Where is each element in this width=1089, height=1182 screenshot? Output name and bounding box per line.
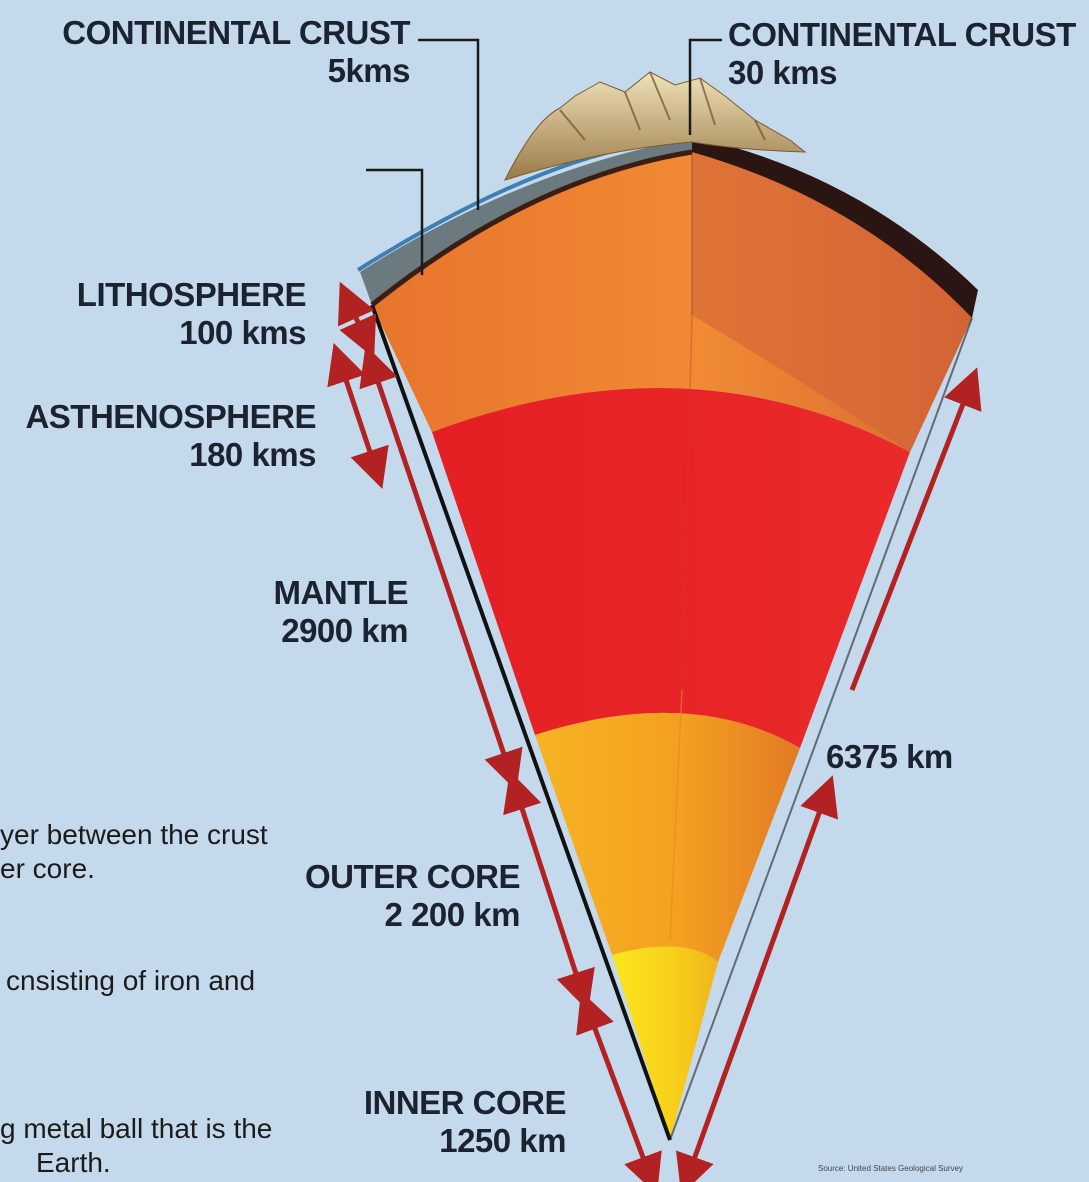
lithosphere-label: LITHOSPHERE 100 kms: [10, 276, 306, 352]
lithosphere-arrow: [348, 300, 366, 340]
asthenosphere-arrow: [340, 362, 376, 470]
asthenosphere-value: 180 kms: [0, 436, 316, 474]
radius-value: 6375 km: [826, 738, 953, 776]
outer-core-value: 2 200 km: [260, 896, 520, 934]
mantle-label: MANTLE 2900 km: [160, 574, 408, 650]
continental-crust-value: 30 kms: [728, 54, 1076, 92]
inner-core-label: INNER CORE 1250 km: [320, 1084, 566, 1160]
inner-core-name: INNER CORE: [320, 1084, 566, 1122]
outer-core-note-line1: cnsisting of iron and: [6, 964, 255, 998]
mantle-note-line2: er core.: [0, 852, 268, 886]
oceanic-crust-name: CONTINENTAL CRUST: [40, 14, 410, 52]
inner-core-note-line1: g metal ball that is the: [0, 1112, 272, 1146]
mantle-value: 2900 km: [160, 612, 408, 650]
outer-core-layer: [535, 713, 800, 962]
source-credit: Source: United States Geological Survey: [818, 1164, 963, 1173]
mantle-name: MANTLE: [160, 574, 408, 612]
outer-core-label: OUTER CORE 2 200 km: [260, 858, 520, 934]
lithosphere-name: LITHOSPHERE: [10, 276, 306, 314]
outer-core-name: OUTER CORE: [260, 858, 520, 896]
outer-core-note: cnsisting of iron and: [6, 964, 255, 998]
continental-crust-label: CONTINENTAL CRUST 30 kms: [728, 16, 1076, 92]
continental-crust-name: CONTINENTAL CRUST: [728, 16, 1076, 54]
mantle-layer: [432, 388, 910, 748]
inner-core-note-line2: Earth.: [0, 1146, 272, 1180]
radius-label: 6375 km: [826, 738, 953, 776]
mantle-note: yer between the crust er core.: [0, 818, 268, 886]
asthenosphere-name: ASTHENOSPHERE: [0, 398, 316, 436]
asthenosphere-label: ASTHENOSPHERE 180 kms: [0, 398, 316, 474]
mantle-note-line1: yer between the crust: [0, 818, 268, 852]
inner-core-value: 1250 km: [320, 1122, 566, 1160]
oceanic-crust-leader: [418, 40, 478, 210]
oceanic-crust-label: CONTINENTAL CRUST 5kms: [40, 14, 410, 90]
oceanic-crust-value: 5kms: [40, 52, 410, 90]
lithosphere-value: 100 kms: [10, 314, 306, 352]
inner-core-note: g metal ball that is the Earth.: [0, 1112, 272, 1180]
